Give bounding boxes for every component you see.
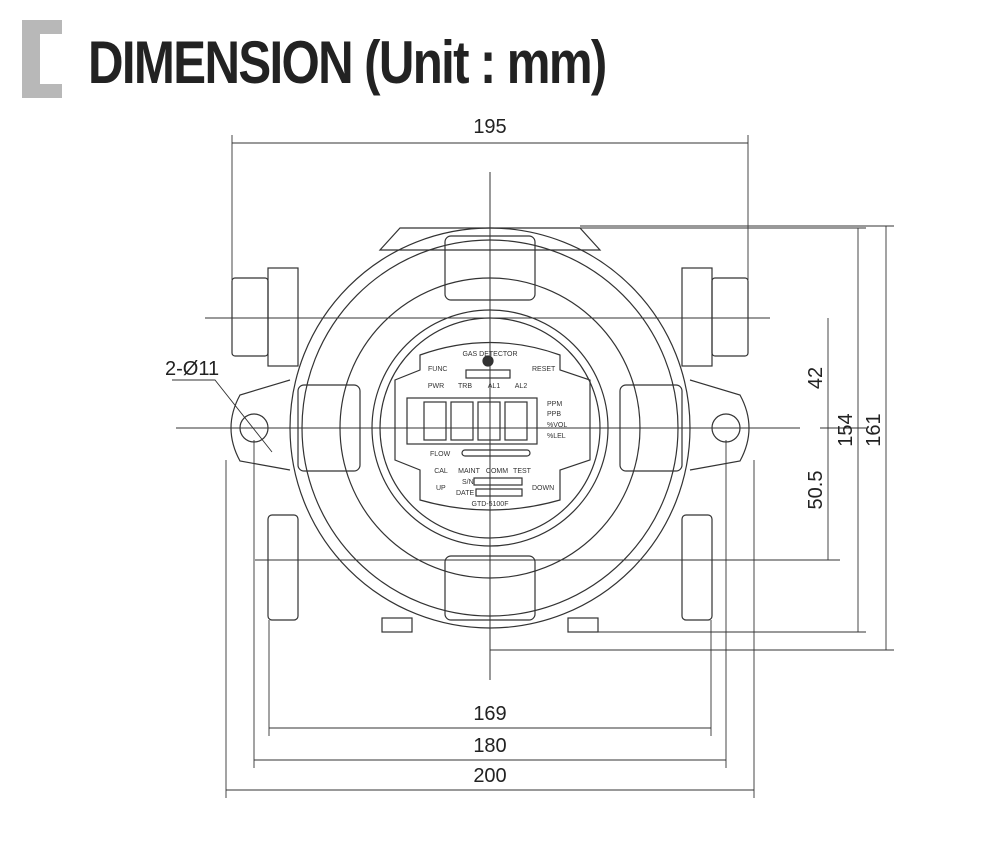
label: AL1 [488, 383, 501, 390]
label: TRB [458, 383, 472, 390]
drawing-line [504, 401, 528, 441]
label: PWR [428, 383, 444, 390]
label: %VOL [547, 422, 567, 429]
drawing-line [567, 617, 599, 633]
dim-169: 169 [473, 703, 506, 725]
drawing-line [378, 227, 602, 251]
label: FUNC [428, 366, 447, 373]
dim-42: 42 [805, 367, 827, 389]
label: AL2 [515, 383, 528, 390]
dim-200: 200 [473, 765, 506, 787]
title-mark [22, 20, 62, 98]
page-title: DIMENSION (Unit : mm) [88, 29, 607, 96]
drawing-line [681, 267, 713, 367]
label: RESET [532, 366, 556, 373]
drawing-line [172, 135, 894, 798]
drawing-line [461, 449, 531, 457]
label: FLOW [430, 451, 451, 458]
drawing-line [477, 401, 501, 441]
cable-entry-left [231, 277, 269, 357]
drawing-line [381, 617, 413, 633]
dim-154: 154 [835, 413, 857, 446]
drawing-line [172, 379, 273, 453]
dim-180: 180 [473, 735, 506, 757]
panel-labels: GAS DETECTOR FUNC RESET PWR TRB AL1 AL2 … [428, 351, 568, 508]
dim-161: 161 [863, 413, 885, 446]
label: %LEL [547, 433, 566, 440]
drawing-line [423, 401, 447, 441]
label: DATE [456, 490, 474, 497]
label: CAL [434, 468, 448, 475]
drawing-line [450, 401, 474, 441]
dim-hole: 2-Ø11 [165, 358, 219, 380]
cable-entry-right [711, 277, 749, 357]
boss-bottom-right [681, 514, 713, 621]
dim-195: 195 [473, 116, 506, 138]
label: COMM [486, 468, 508, 475]
label: GAS DETECTOR [462, 351, 517, 358]
label: PPM [547, 401, 562, 408]
drawing-line [475, 488, 523, 497]
label: PPB [547, 411, 561, 418]
drawing-line [267, 267, 299, 367]
label: UP [436, 485, 446, 492]
drawing-line [473, 477, 523, 486]
drawing-line [465, 369, 511, 379]
label: MAINT [458, 468, 481, 475]
label: GTD-5100F [472, 501, 509, 508]
label: S/N [462, 479, 474, 486]
boss-bottom-left [267, 514, 299, 621]
drawing-line [406, 397, 538, 445]
dim-50-5: 50.5 [805, 471, 827, 510]
label: TEST [513, 468, 532, 475]
label: DOWN [532, 485, 554, 492]
drawing-line [394, 341, 591, 511]
dimension-labels: 195 2-Ø11 169 180 200 42 50.5 154 161 [165, 116, 885, 787]
